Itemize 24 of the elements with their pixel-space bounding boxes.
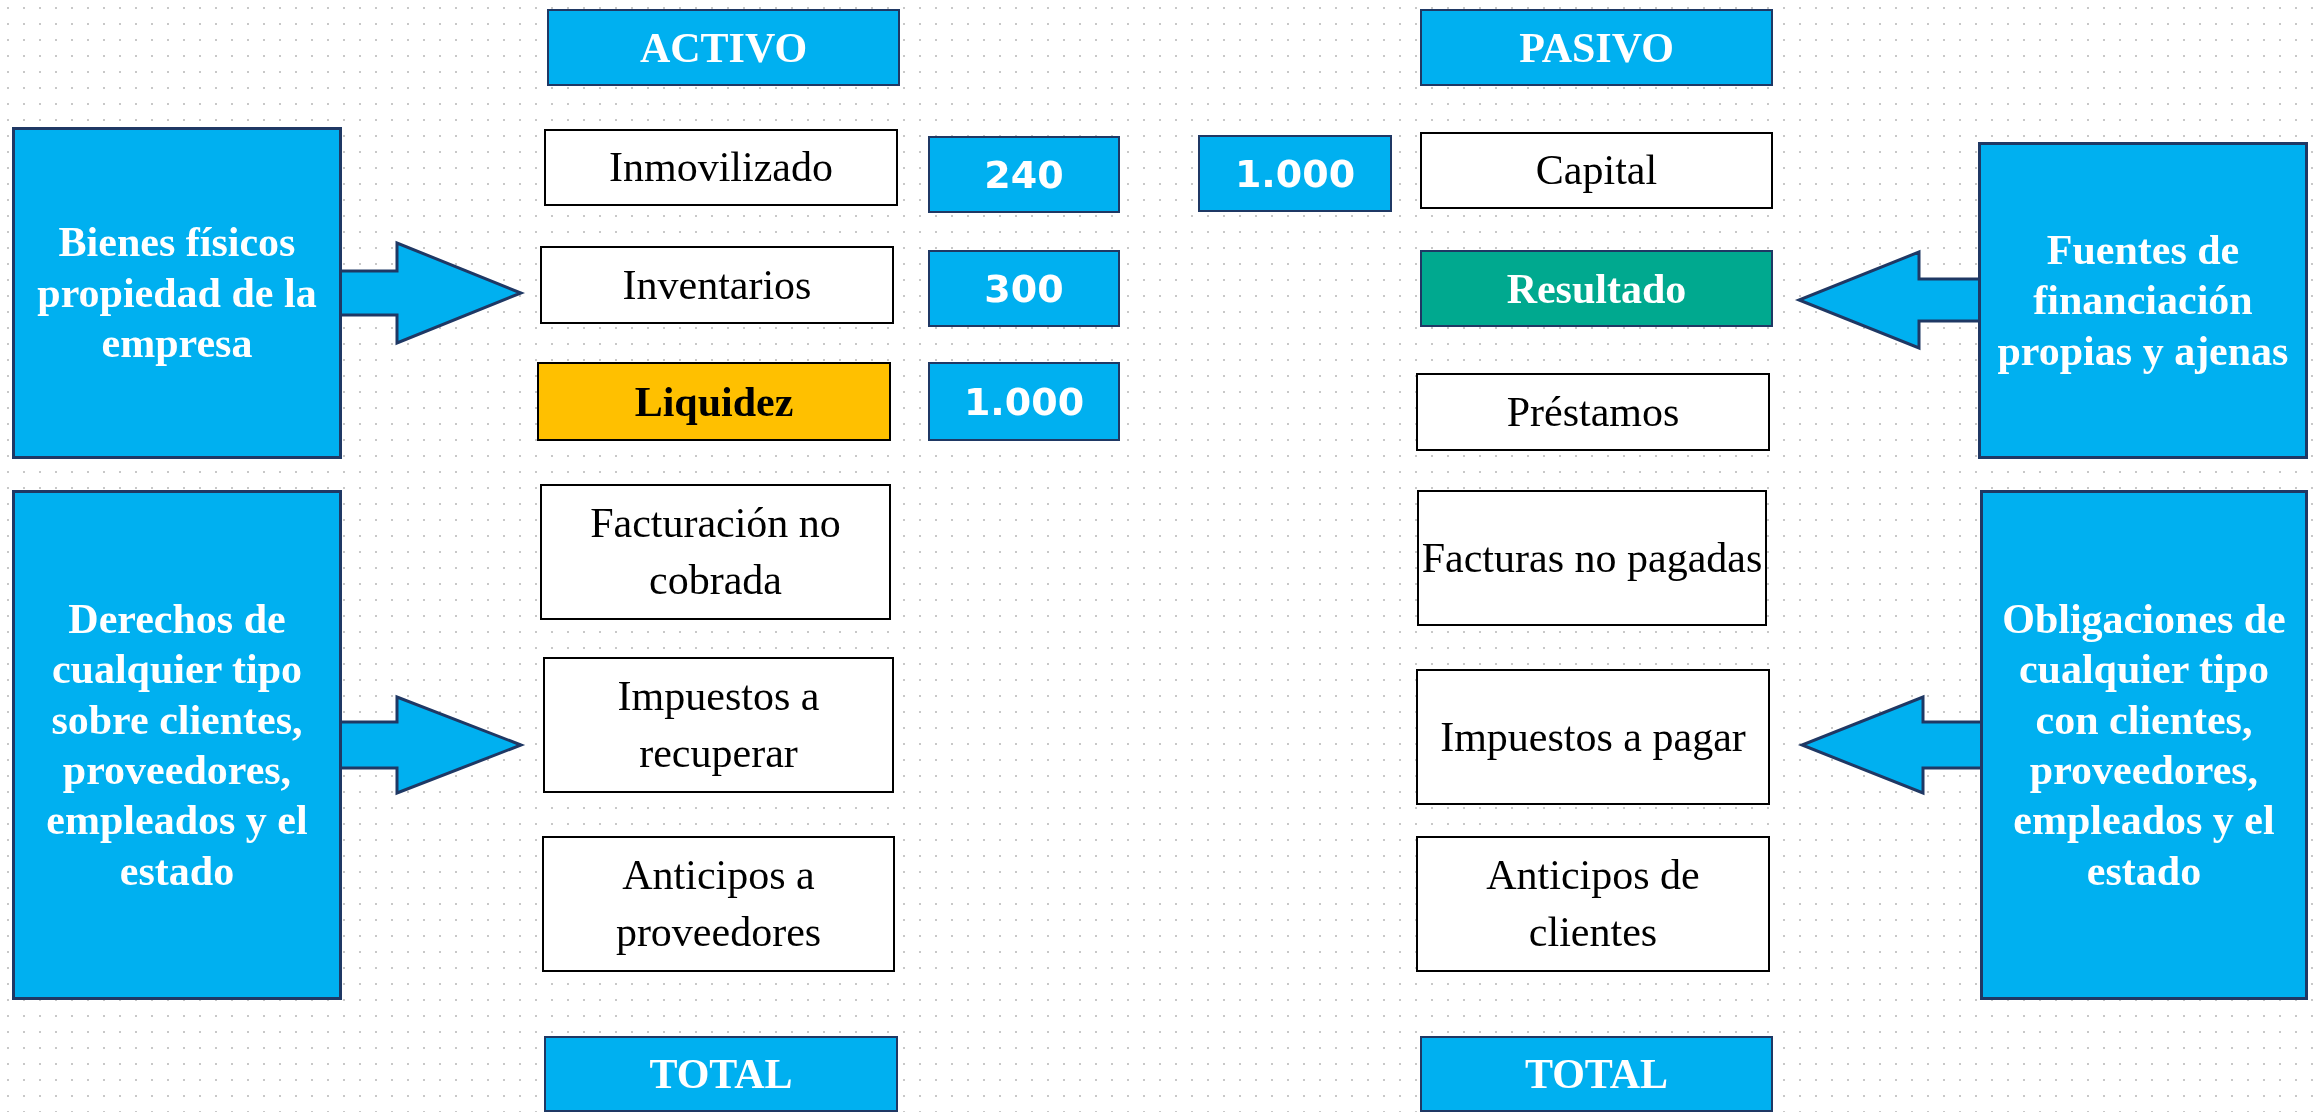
column-header: TOTAL (1420, 1036, 1773, 1112)
account-box: Capital (1420, 132, 1773, 209)
account-box: Facturación no cobrada (540, 484, 891, 620)
account-box: Préstamos (1416, 373, 1770, 451)
account-box: Anticipos de clientes (1416, 836, 1770, 972)
account-box: Liquidez (537, 362, 891, 441)
callout-box: Derechos de cualquier tipo sobre clientes, proveedores, empleados y el estado (12, 490, 342, 1000)
amount-box: 240 (928, 136, 1120, 213)
amount-box: 1.000 (1198, 135, 1392, 212)
amount-box: 300 (928, 250, 1120, 327)
account-box: Inventarios (540, 246, 894, 324)
column-header: PASIVO (1420, 9, 1773, 86)
callout-box: Bienes físicos propiedad de la empresa (12, 127, 342, 459)
callout-box: Obligaciones de cualquier tipo con clientes, proveedores, empleados y el estado (1980, 490, 2308, 1000)
account-box: Impuestos a pagar (1416, 669, 1770, 805)
account-box: Inmovilizado (544, 129, 898, 206)
account-box: Anticipos a proveedores (542, 836, 895, 972)
account-box: Facturas no pagadas (1417, 490, 1767, 626)
amount-box: 1.000 (928, 362, 1120, 441)
account-box: Impuestos a recuperar (543, 657, 894, 793)
callout-box: Fuentes de financiación propias y ajenas (1978, 142, 2308, 459)
account-box: Resultado (1420, 250, 1773, 327)
column-header: ACTIVO (547, 9, 900, 86)
column-header: TOTAL (544, 1036, 898, 1112)
